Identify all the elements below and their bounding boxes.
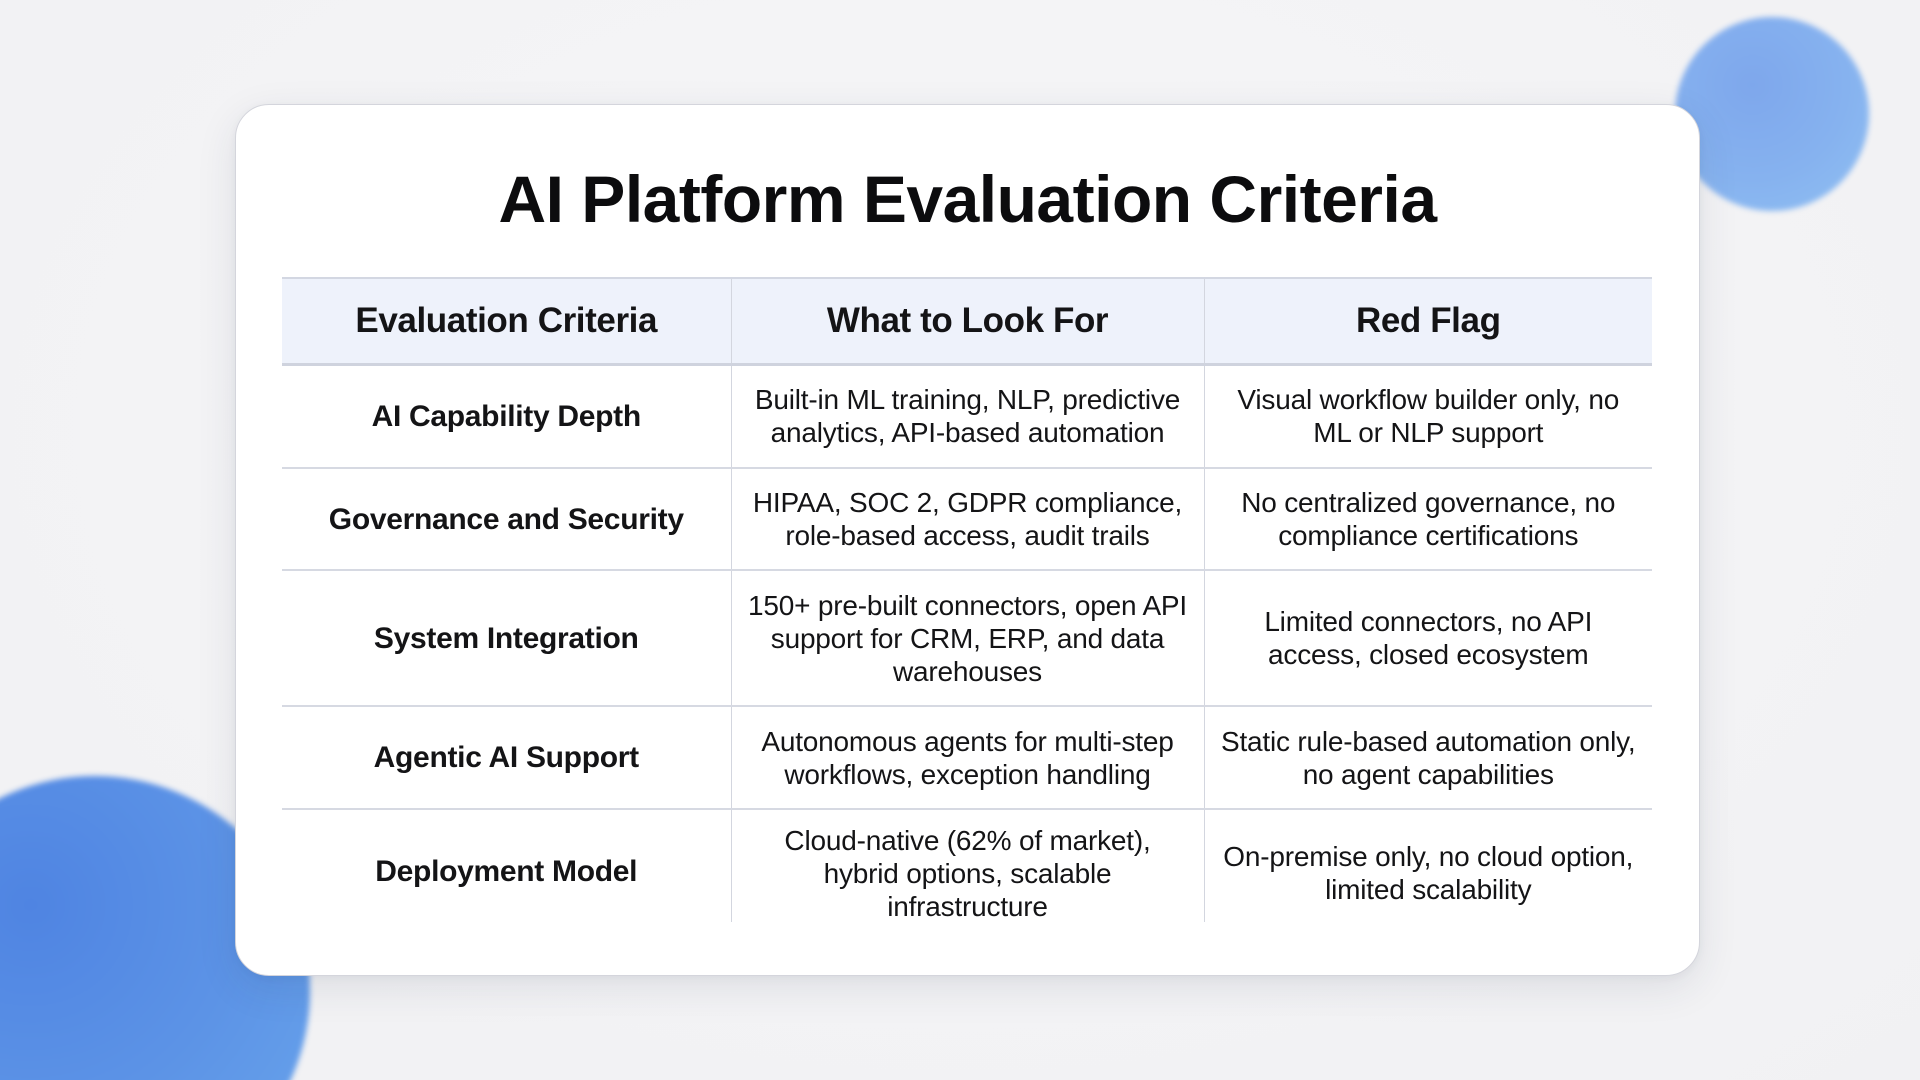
look-for-cell: Cloud-native (62% of market), hybrid opt…: [730, 809, 1204, 922]
table-row: Governance and Security HIPAA, SOC 2, GD…: [282, 468, 1652, 571]
red-flag-cell: Static rule-based automation only, no ag…: [1203, 706, 1652, 810]
table-row: System Integration 150+ pre-built connec…: [282, 570, 1652, 707]
page-title: AI Platform Evaluation Criteria: [498, 162, 1437, 236]
table-header-row: Evaluation Criteria What to Look For Red…: [282, 277, 1652, 366]
evaluation-table-container: Evaluation Criteria What to Look For Red…: [282, 277, 1652, 922]
red-flag-cell: Visual workflow builder only, no ML or N…: [1203, 364, 1652, 469]
criteria-cell: Deployment Model: [282, 809, 731, 922]
criteria-cell: Governance and Security: [282, 468, 731, 571]
criteria-cell: Agentic AI Support: [282, 706, 731, 810]
content-card: AI Platform Evaluation Criteria Evaluati…: [235, 104, 1700, 976]
table-row: Deployment Model Cloud-native (62% of ma…: [282, 809, 1652, 922]
look-for-cell: HIPAA, SOC 2, GDPR compliance, role-base…: [730, 468, 1204, 571]
table-row: AI Capability Depth Built-in ML training…: [282, 364, 1652, 469]
look-for-cell: Autonomous agents for multi-step workflo…: [730, 706, 1204, 810]
table-row: Agentic AI Support Autonomous agents for…: [282, 706, 1652, 810]
red-flag-cell: No centralized governance, no compliance…: [1203, 468, 1652, 571]
red-flag-cell: Limited connectors, no API access, close…: [1203, 570, 1652, 707]
criteria-cell: AI Capability Depth: [282, 364, 731, 469]
column-header-evaluation-criteria: Evaluation Criteria: [282, 277, 731, 366]
table-header: Evaluation Criteria What to Look For Red…: [282, 277, 1652, 366]
look-for-text: Cloud-native (62% of market), hybrid opt…: [784, 825, 1151, 922]
criteria-cell: System Integration: [282, 570, 731, 707]
decorative-blob-top-right: [1675, 17, 1869, 211]
column-header-what-to-look-for: What to Look For: [730, 277, 1204, 366]
look-for-cell: 150+ pre-built connectors, open API supp…: [730, 570, 1204, 707]
criteria-text: Deployment Model: [375, 855, 638, 888]
table-body: AI Capability Depth Built-in ML training…: [282, 364, 1652, 922]
column-header-red-flag: Red Flag: [1203, 277, 1652, 366]
look-for-cell: Built-in ML training, NLP, predictive an…: [730, 364, 1204, 469]
red-flag-cell: On-premise only, no cloud option, limite…: [1203, 809, 1652, 922]
red-flag-text: On-premise only, no cloud option, limite…: [1223, 841, 1634, 905]
evaluation-table: Evaluation Criteria What to Look For Red…: [282, 277, 1652, 922]
